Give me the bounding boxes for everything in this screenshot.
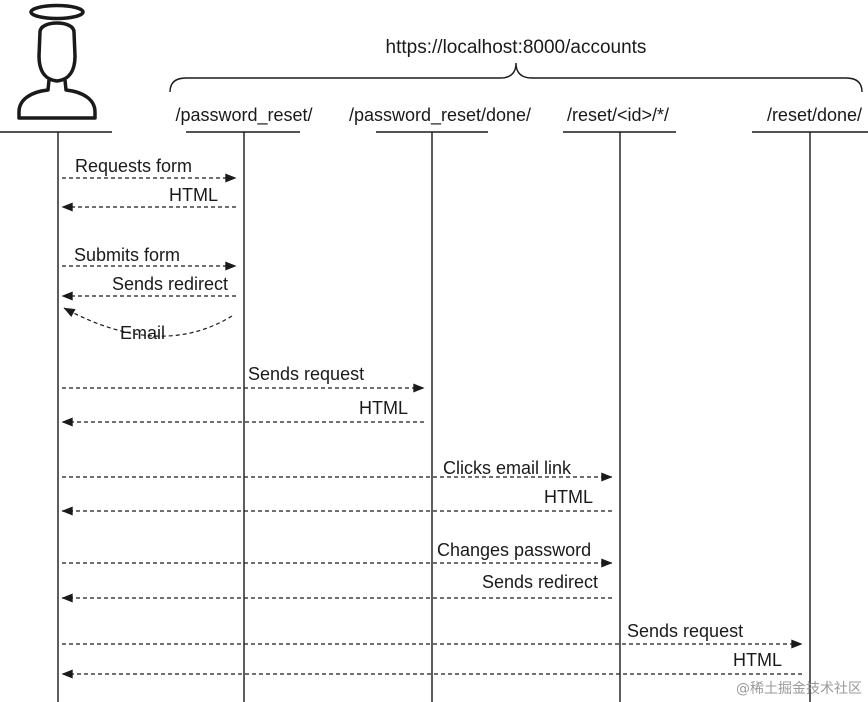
- message-label: HTML: [733, 650, 782, 670]
- message-2: HTML: [61, 185, 236, 212]
- endpoint-label-rid: /reset/<id>/*/: [567, 105, 669, 125]
- endpoint-label-pr: /password_reset/: [175, 105, 312, 126]
- message-label: Email: [120, 323, 165, 343]
- user-with-halo-icon: [17, 3, 97, 120]
- message-label: Sends redirect: [112, 274, 228, 294]
- message-label: Sends request: [248, 364, 364, 384]
- endpoint-label-rd: /reset/done/: [767, 105, 862, 125]
- endpoint-label-prd: /password_reset/done/: [349, 105, 531, 126]
- message-6: Sends request: [62, 364, 425, 393]
- base-url-title: https://localhost:8000/accounts: [386, 37, 647, 58]
- lifelines: [57, 132, 811, 702]
- message-label: Sends redirect: [482, 572, 598, 592]
- endpoints-bracket: [169, 62, 863, 93]
- watermark: @稀土掘金技术社区: [736, 681, 862, 697]
- message-label: Sends request: [627, 621, 743, 641]
- message-label: Clicks email link: [443, 458, 572, 478]
- endpoint-headers: /password_reset/ /password_reset/done/ /re…: [175, 105, 868, 133]
- message-11: Sends redirect: [61, 572, 612, 603]
- message-label: HTML: [359, 398, 408, 418]
- message-label: HTML: [544, 487, 593, 507]
- message-10: Changes password: [62, 540, 613, 568]
- message-1: Requests form: [62, 156, 237, 183]
- message-3: Submits form: [62, 245, 237, 271]
- message-label: Requests form: [75, 156, 192, 176]
- message-4: Sends redirect: [61, 274, 236, 301]
- message-label: Changes password: [437, 540, 591, 560]
- message-12: Sends request: [62, 621, 803, 649]
- message-label: Submits form: [74, 245, 180, 265]
- message-13: HTML: [61, 650, 802, 679]
- message-5: Email: [63, 307, 233, 343]
- message-8: Clicks email link: [62, 458, 613, 482]
- message-9: HTML: [61, 487, 612, 516]
- message-7: HTML: [61, 398, 424, 427]
- message-label: HTML: [169, 185, 218, 205]
